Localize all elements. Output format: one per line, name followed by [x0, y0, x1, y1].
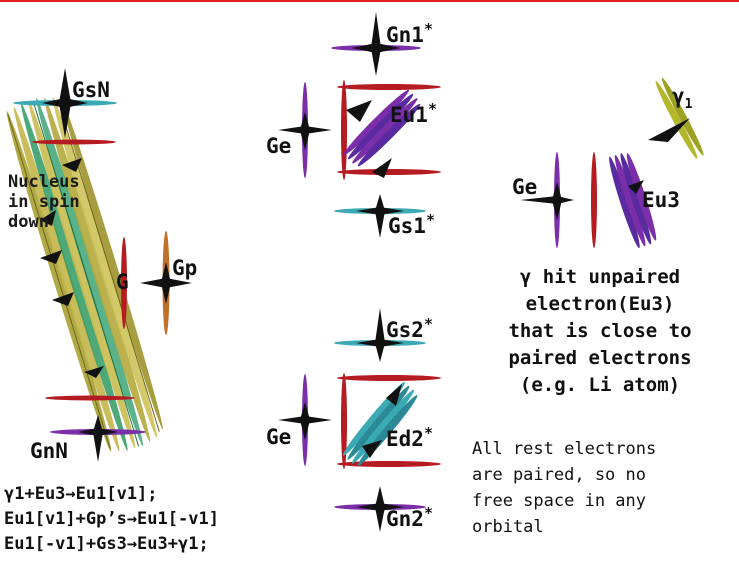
gnn-label: GnN	[30, 439, 68, 463]
ge-label-top: Ge	[266, 134, 292, 158]
hit-line-1: γ hit unpaired	[519, 266, 681, 288]
nucleus-label: Nucleus in spin down	[8, 172, 80, 232]
eu3-label: Eu3	[642, 188, 680, 212]
ge-label-mid: Ge	[266, 425, 292, 449]
gs2-label: Gs2*	[386, 315, 433, 342]
gsn-label: GsN	[72, 78, 110, 102]
nucleus-bundle	[6, 97, 163, 452]
equation-3: Eu1[-v1]+Gs3→Eu3+γ1;	[4, 534, 209, 554]
equation-1: γ1+Eu3→Eu1[v1];	[4, 484, 158, 504]
eu3-group	[520, 152, 657, 249]
g-label: G	[116, 270, 129, 294]
rest-line-3: free space in any	[472, 491, 646, 511]
reaction-equations: γ1+Eu3→Eu1[v1]; Eu1[v1]+Gp’s→Eu1[-v1] Eu…	[4, 482, 219, 557]
gn1-marker	[331, 12, 421, 76]
gp-label: Gp	[172, 256, 198, 280]
gamma1-label: γ1	[672, 84, 693, 113]
ge-label-right: Ge	[512, 175, 538, 199]
gs2-marker	[334, 308, 426, 362]
top-border	[0, 0, 739, 2]
ed2-label: Ed2*	[386, 424, 433, 451]
hit-line-2: electron(Eu3)	[525, 293, 675, 315]
photon-hit-explanation: γ hit unpaired electron(Eu3) that is clo…	[462, 264, 738, 399]
rest-line-1: All rest electrons	[472, 439, 657, 459]
upper-orbital-box	[278, 80, 441, 180]
paired-electrons-note: All rest electrons are paired, so no fre…	[472, 436, 738, 540]
lower-orbital-box	[278, 373, 441, 469]
gs1-marker	[334, 194, 426, 238]
eu1-label: Eu1*	[390, 100, 437, 127]
gs1-label: Gs1*	[388, 211, 435, 238]
equation-2: Eu1[v1]+Gp’s→Eu1[-v1]	[4, 509, 219, 529]
hit-line-4: paired electrons	[508, 347, 692, 369]
gn2-label: Gn2*	[386, 504, 433, 531]
gsn-marker	[13, 68, 117, 138]
g-gp-markers	[121, 231, 192, 335]
hit-line-5: (e.g. Li atom)	[519, 374, 681, 396]
rest-line-2: are paired, so no	[472, 465, 646, 485]
gnn-marker	[45, 395, 146, 462]
rest-line-4: orbital	[472, 517, 544, 537]
gn2-marker	[334, 486, 426, 532]
gamma1-photon	[648, 77, 704, 159]
hit-line-3: that is close to	[508, 320, 692, 342]
gn1-label: Gn1*	[386, 20, 433, 47]
red-orbital-top-left	[32, 139, 116, 145]
